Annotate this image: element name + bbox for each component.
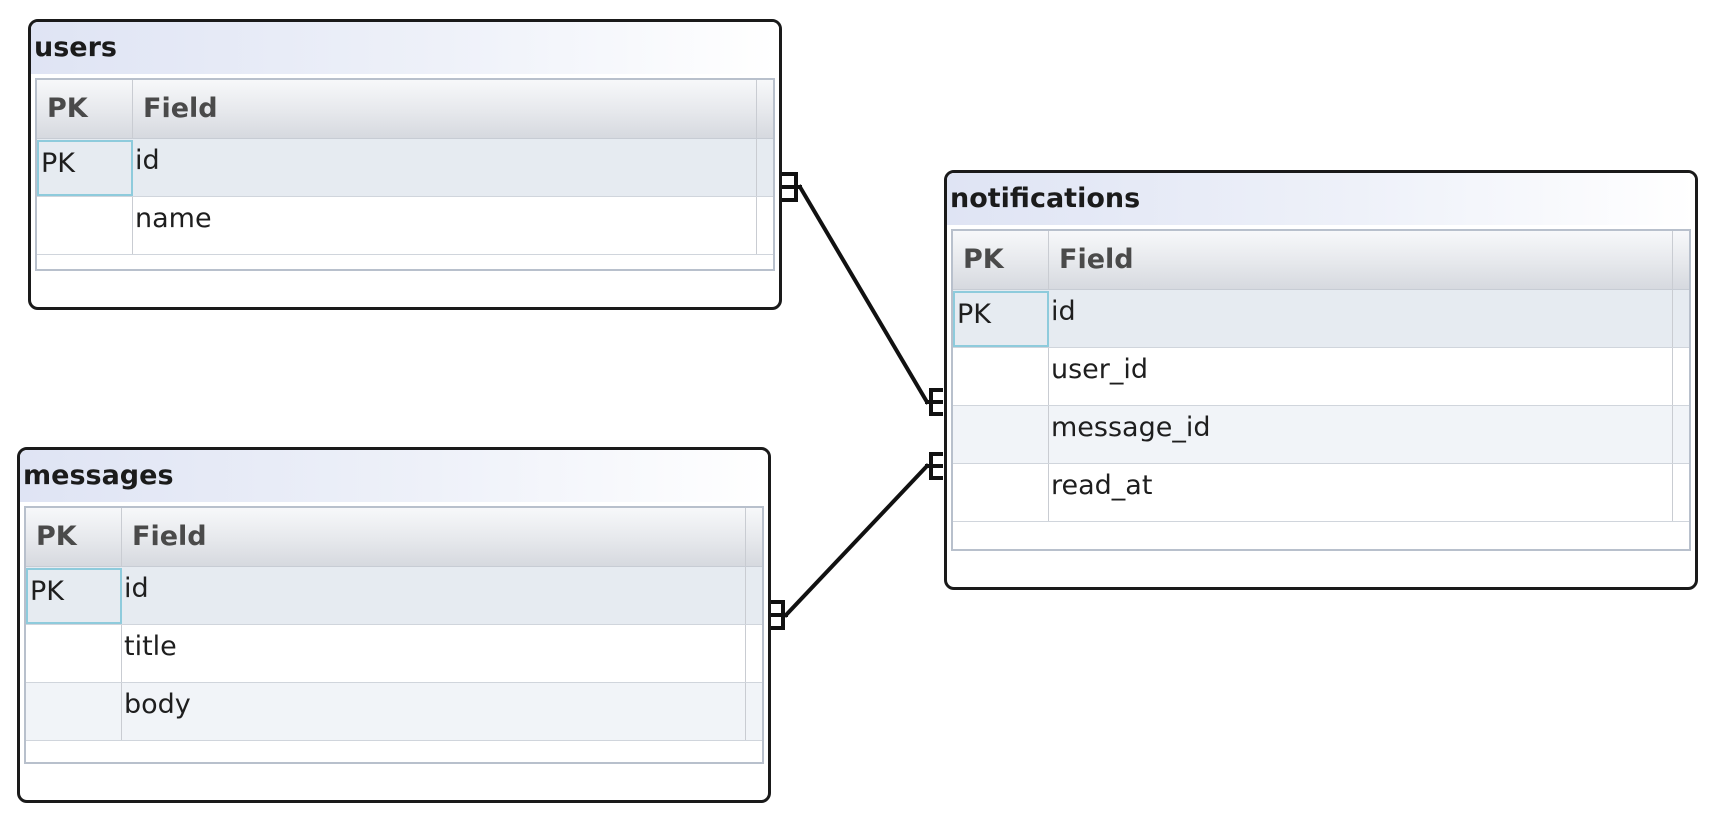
field-cell[interactable]: title	[122, 625, 746, 682]
notifications-user-connector-end	[925, 388, 943, 416]
pk-column-header[interactable]: PK	[26, 508, 122, 566]
field-grid: PK Field PK id name	[35, 78, 775, 271]
pk-cell[interactable]	[26, 625, 122, 682]
pk-cell[interactable]: PK	[953, 291, 1049, 347]
field-cell[interactable]: message_id	[1049, 406, 1673, 463]
relationship-messages-notifications[interactable]	[783, 463, 930, 618]
entity-title: notifications	[947, 173, 1695, 225]
pk-cell[interactable]	[953, 348, 1049, 405]
pk-cell[interactable]	[953, 406, 1049, 463]
users-connector-end	[782, 172, 802, 202]
entity-messages[interactable]: messages PK Field PK id title body	[17, 447, 771, 803]
messages-connector-end	[769, 600, 788, 630]
field-cell[interactable]: read_at	[1049, 464, 1673, 521]
grid-header: PK Field	[37, 80, 773, 139]
entity-users[interactable]: users PK Field PK id name	[28, 19, 782, 310]
field-column-header[interactable]: Field	[122, 508, 746, 566]
field-cell[interactable]: name	[133, 197, 757, 254]
field-column-header[interactable]: Field	[1049, 231, 1673, 289]
entity-notifications[interactable]: notifications PK Field PK id user_id mes…	[944, 170, 1698, 590]
pk-column-header[interactable]: PK	[37, 80, 133, 138]
field-row-id[interactable]: PK id	[953, 290, 1689, 348]
grid-header: PK Field	[26, 508, 762, 567]
pk-cell[interactable]	[953, 464, 1049, 521]
entity-title: users	[31, 22, 779, 74]
field-grid: PK Field PK id title body	[24, 506, 764, 764]
field-row-id[interactable]: PK id	[26, 567, 762, 625]
field-cell[interactable]: user_id	[1049, 348, 1673, 405]
pk-cell[interactable]: PK	[26, 568, 122, 624]
entity-title: messages	[20, 450, 768, 502]
relationship-users-notifications[interactable]	[797, 184, 930, 405]
pk-cell[interactable]: PK	[37, 140, 133, 196]
field-row-message-id[interactable]: message_id	[953, 406, 1689, 464]
notifications-message-connector-end	[925, 452, 943, 480]
field-cell[interactable]: id	[133, 139, 757, 196]
pk-cell[interactable]	[37, 197, 133, 254]
grid-header: PK Field	[953, 231, 1689, 290]
field-grid: PK Field PK id user_id message_id read_a…	[951, 229, 1691, 551]
field-row-title[interactable]: title	[26, 625, 762, 683]
field-cell[interactable]: id	[1049, 290, 1673, 347]
field-row-body[interactable]: body	[26, 683, 762, 741]
field-cell[interactable]: body	[122, 683, 746, 740]
field-row-read-at[interactable]: read_at	[953, 464, 1689, 522]
field-row-user-id[interactable]: user_id	[953, 348, 1689, 406]
pk-cell[interactable]	[26, 683, 122, 740]
field-cell[interactable]: id	[122, 567, 746, 624]
field-row-id[interactable]: PK id	[37, 139, 773, 197]
field-column-header[interactable]: Field	[133, 80, 757, 138]
pk-column-header[interactable]: PK	[953, 231, 1049, 289]
field-row-name[interactable]: name	[37, 197, 773, 255]
